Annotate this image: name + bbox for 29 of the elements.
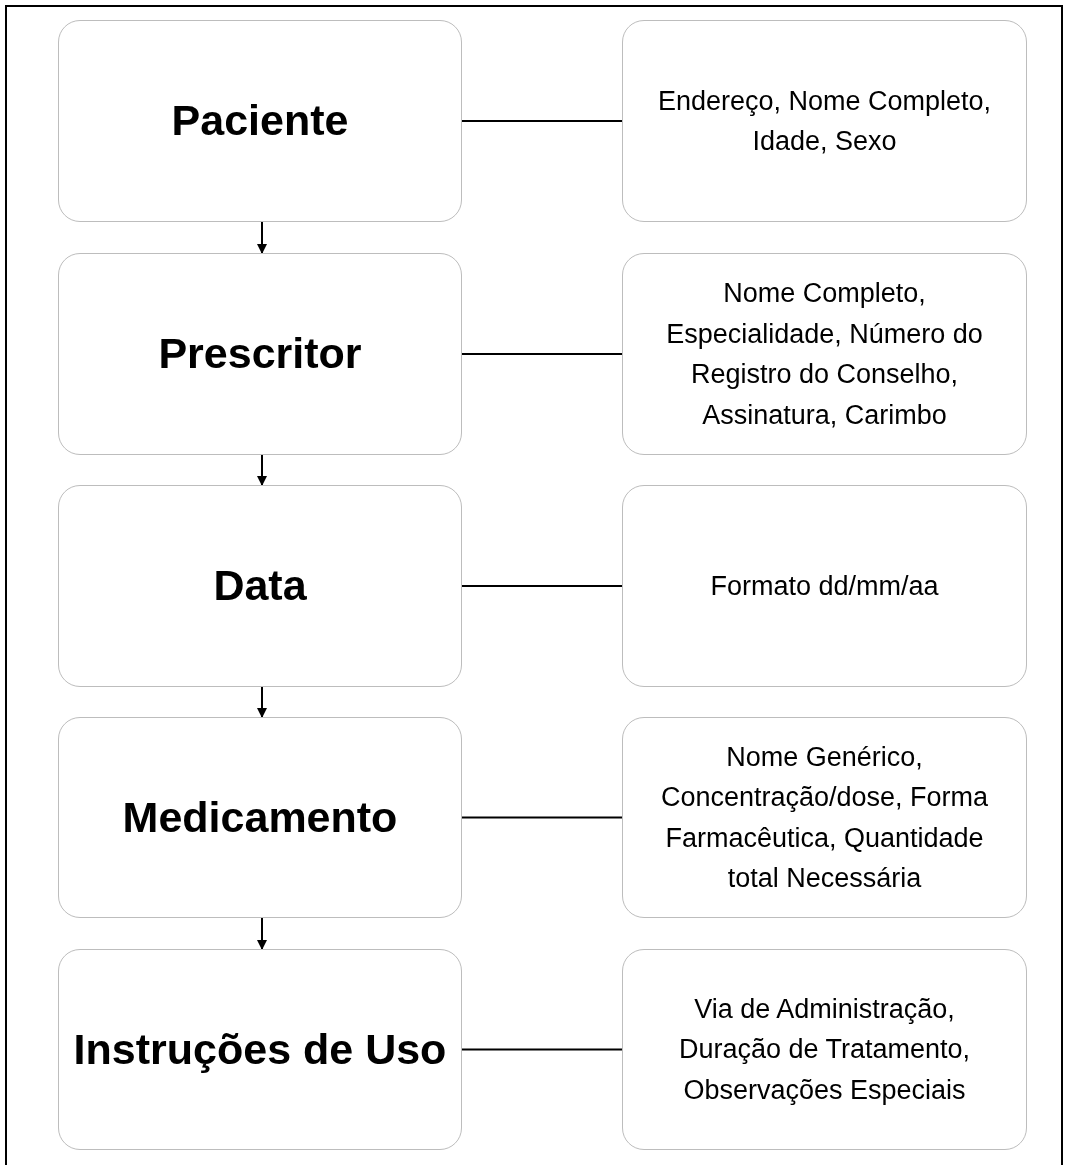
section-title: Instruções de Uso [73,1023,447,1075]
section-box [58,20,462,222]
details-text: Nome Completo, Especialidade, Número do Registro do Conselho, Assinatura, Carimbo [665,277,984,432]
section-box [58,253,462,455]
details-box [622,949,1027,1150]
section-box [58,717,462,918]
details-text: Nome Genérico, Concentração/dose, Forma Farmacêutica, Quantidade total Necessária [659,740,990,895]
section-title: Paciente [171,95,349,147]
details-text: Formato dd/mm/aa [710,569,939,603]
connector-line [461,353,623,355]
arrow [257,917,267,950]
details-box [622,20,1027,222]
arrow [257,454,267,486]
details-box [622,485,1027,687]
section-title: Prescritor [158,328,362,380]
section-title: Data [213,560,307,612]
section-box [58,949,462,1150]
section-box [58,485,462,687]
arrow [257,221,267,254]
connector-line [461,585,623,587]
details-box [622,717,1027,918]
arrow [257,686,267,718]
connector-line [461,816,623,819]
connector-line [461,120,623,122]
section-title: Medicamento [122,791,398,843]
details-text: Via de Administração, Duração de Tratamento, Observações Especiais [677,992,972,1107]
details-box [622,253,1027,455]
details-text: Endereço, Nome Completo, Idade, Sexo [656,84,993,158]
connector-line [461,1048,623,1051]
